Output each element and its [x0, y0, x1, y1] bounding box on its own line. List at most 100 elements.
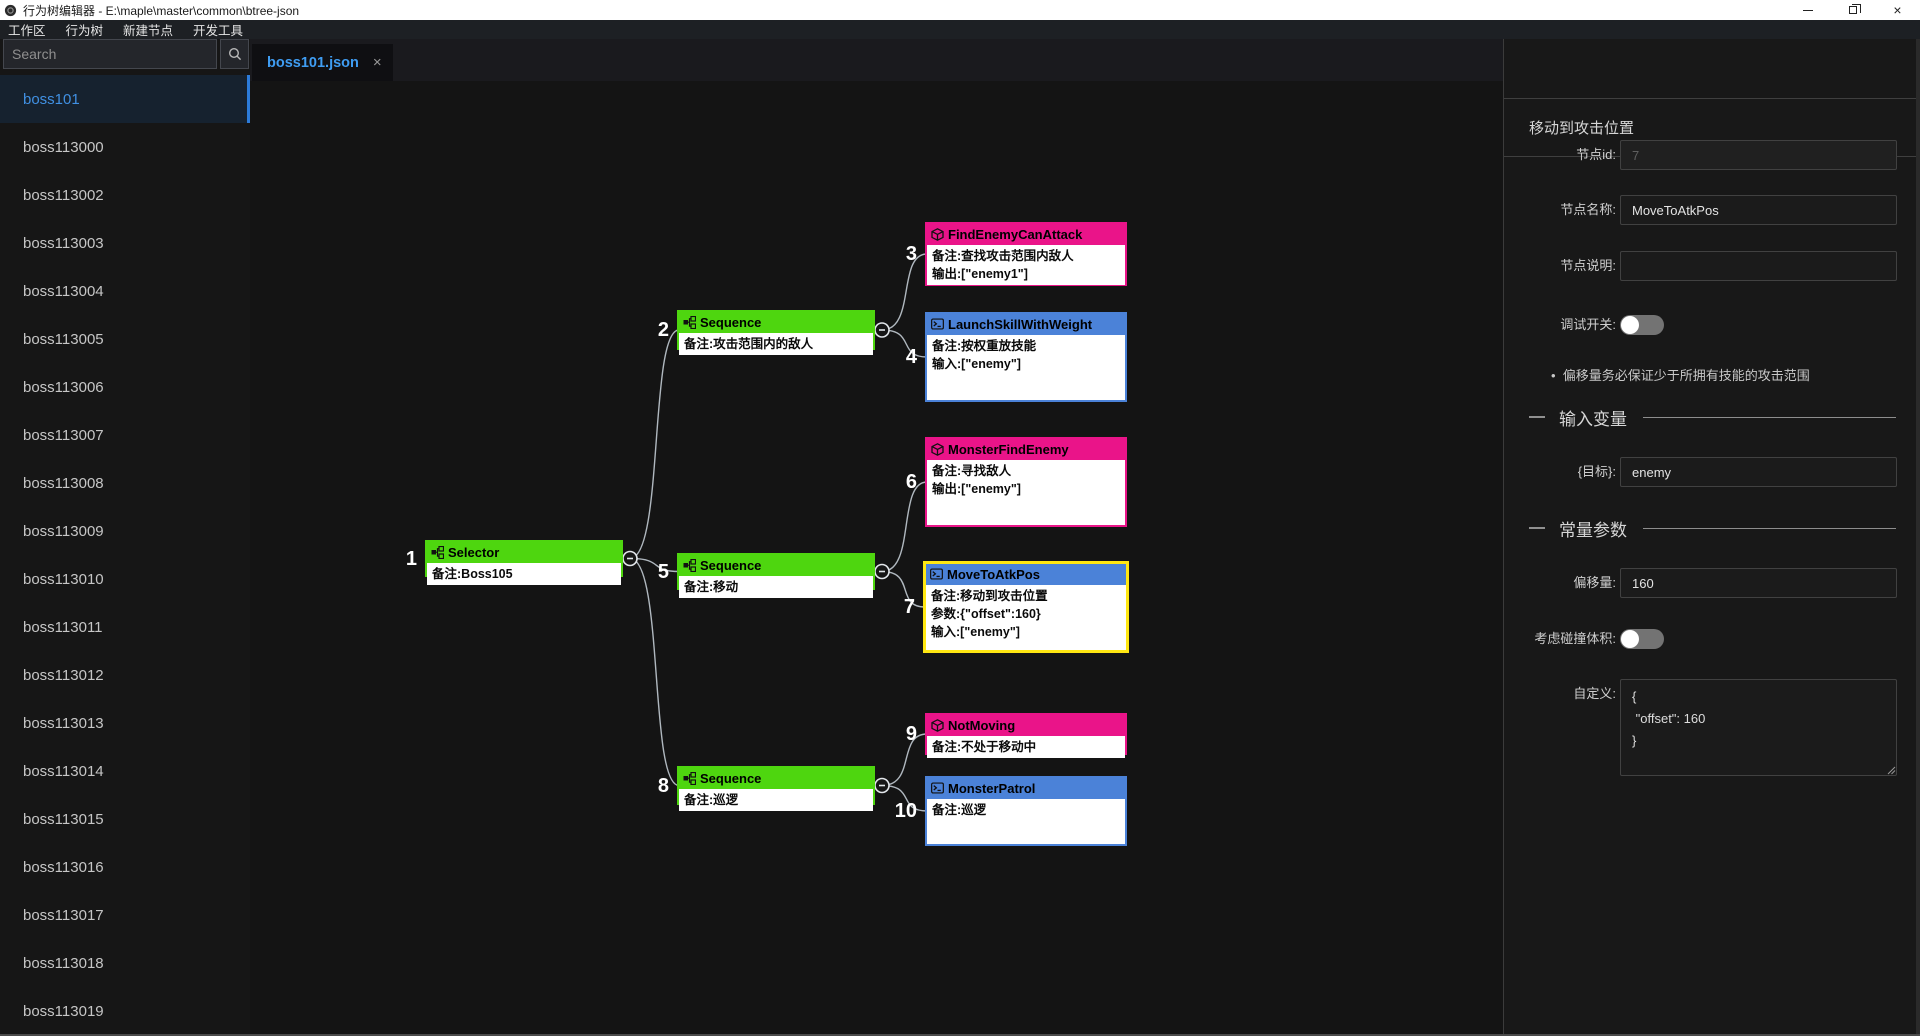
node-body-line: 备注:寻找敌人 [932, 464, 1012, 478]
sidebar-item-boss113015[interactable]: boss113015 [23, 810, 104, 828]
node-body: 备注:查找攻击范围内敌人输出:["enemy1"] [927, 245, 1125, 285]
node-name-field[interactable] [1620, 195, 1897, 225]
search-input[interactable] [3, 39, 217, 69]
node-id-field [1620, 140, 1897, 170]
composite-icon [683, 559, 696, 572]
panel-scrollbar[interactable] [1916, 39, 1920, 1036]
tree-edge [881, 784, 928, 812]
sidebar-item-boss113006[interactable]: boss113006 [23, 378, 104, 396]
section-rule [1643, 416, 1896, 418]
custom-json-field[interactable]: { "offset": 160 } [1620, 679, 1897, 776]
section-const-params: 常量参数 [1529, 518, 1896, 540]
sidebar-item-boss113004[interactable]: boss113004 [23, 282, 104, 300]
node-title: Sequence [700, 315, 762, 330]
sidebar-item-boss113017[interactable]: boss113017 [23, 906, 104, 924]
sidebar-item-boss113014[interactable]: boss113014 [23, 762, 104, 780]
action-icon [930, 568, 943, 581]
tree-node-Selector[interactable]: Selector 备注:Boss105 [425, 540, 623, 585]
node-body-line: 备注:按权重放技能 [932, 339, 1037, 353]
node-body-line: 备注:移动到攻击位置 [931, 589, 1048, 603]
node-body: 备注:移动 [679, 576, 873, 598]
custom-label: 自定义: [1573, 686, 1616, 701]
offset-label: 偏移量: [1573, 575, 1616, 590]
sidebar-item-boss113008[interactable]: boss113008 [23, 474, 104, 492]
node-title: Sequence [700, 558, 762, 573]
sidebar-item-boss113011[interactable]: boss113011 [23, 618, 103, 636]
sidebar-list: boss101 boss113000 boss113002 boss113003 bos… [0, 75, 250, 1036]
search-button[interactable] [220, 39, 249, 69]
section-rule [1643, 527, 1896, 529]
collapse-connector[interactable] [622, 550, 638, 567]
sidebar-item-boss113003[interactable]: boss113003 [23, 234, 104, 252]
tab-close-icon[interactable]: × [372, 54, 382, 71]
collapse-connector[interactable] [874, 322, 890, 338]
node-title: Selector [448, 545, 500, 560]
minimize-button[interactable] [1785, 0, 1830, 20]
sidebar: boss101 boss113000 boss113002 boss113003 bos… [0, 39, 250, 1036]
tab-label: boss101.json [267, 54, 359, 71]
sidebar-item-boss113012[interactable]: boss113012 [23, 666, 104, 684]
offset-field[interactable] [1620, 568, 1897, 598]
collision-toggle[interactable] [1620, 629, 1664, 649]
section-dash [1529, 416, 1545, 418]
node-body-line: 备注:移动 [684, 580, 739, 594]
node-title: MonsterFindEnemy [948, 442, 1069, 457]
menu-item-behavior-tree[interactable]: 行为树 [65, 24, 104, 38]
section-input-title: 输入变量 [1559, 409, 1627, 429]
tree-node-Sequence[interactable]: Sequence 备注:移动 [677, 553, 875, 598]
sidebar-item-boss113000[interactable]: boss113000 [23, 138, 104, 156]
menu-item-new-node[interactable]: 新建节点 [123, 24, 174, 38]
node-body: 备注:巡逻 [927, 799, 1125, 844]
sidebar-item-boss113010[interactable]: boss113010 [23, 570, 104, 588]
tree-edge [881, 481, 928, 573]
condition-icon [931, 228, 944, 241]
sidebar-item-boss113005[interactable]: boss113005 [23, 330, 104, 348]
node-body: 备注:寻找敌人输出:["enemy"] [927, 460, 1125, 525]
collapse-connector[interactable] [874, 777, 890, 794]
node-order-number: 10 [894, 800, 917, 822]
tree-edge [629, 557, 680, 787]
target-field[interactable] [1620, 457, 1897, 487]
menu-item-workspace[interactable]: 工作区 [8, 24, 46, 38]
sidebar-item-boss113013[interactable]: boss113013 [23, 714, 104, 732]
node-body-line: 输入:["enemy"] [931, 625, 1020, 639]
close-icon: × [1893, 2, 1902, 18]
sidebar-item-boss113016[interactable]: boss113016 [23, 858, 104, 876]
restore-button[interactable] [1830, 0, 1875, 20]
sidebar-item-boss113019[interactable]: boss113019 [23, 1002, 104, 1020]
app-icon [4, 4, 17, 17]
node-order-number: 7 [903, 596, 915, 618]
sidebar-item-boss113007[interactable]: boss113007 [23, 426, 104, 444]
sidebar-item-boss101[interactable]: boss101 [0, 75, 250, 123]
node-body-line: 备注:Boss105 [432, 567, 513, 581]
debug-switch-toggle[interactable] [1620, 315, 1664, 335]
node-title: LaunchSkillWithWeight [948, 317, 1093, 332]
collapse-connector[interactable] [874, 563, 890, 580]
node-id-label: 节点id: [1576, 147, 1616, 162]
sidebar-item-boss113002[interactable]: boss113002 [23, 186, 104, 204]
sidebar-item-boss113018[interactable]: boss113018 [23, 954, 104, 972]
node-properties-panel: 移动到攻击位置 节点id: 节点名称: 节点说明: 调试开关: • 偏移量务必保… [1503, 39, 1920, 1036]
node-name-label: 节点名称: [1560, 202, 1616, 217]
tab-boss101[interactable]: boss101.json × [252, 44, 393, 81]
window-title: 行为树编辑器 - E:\maple\master\common\btree-js… [23, 3, 300, 18]
node-desc-field[interactable] [1620, 251, 1897, 281]
menu-item-dev-tools[interactable]: 开发工具 [193, 24, 244, 38]
tree-edge [629, 557, 680, 573]
sidebar-item-boss113009[interactable]: boss113009 [23, 522, 104, 540]
tree-node-MonsterFindEnemy[interactable]: MonsterFindEnemy 备注:寻找敌人输出:["enemy"] [925, 437, 1127, 527]
node-body-line: 备注:不处于移动中 [932, 740, 1037, 754]
node-body-line: 输出:["enemy1"] [932, 267, 1028, 281]
close-button[interactable]: × [1875, 0, 1920, 20]
toggle-knob [1621, 316, 1639, 334]
node-body-line: 输出:["enemy"] [932, 482, 1021, 496]
node-order-number: 5 [657, 560, 669, 583]
